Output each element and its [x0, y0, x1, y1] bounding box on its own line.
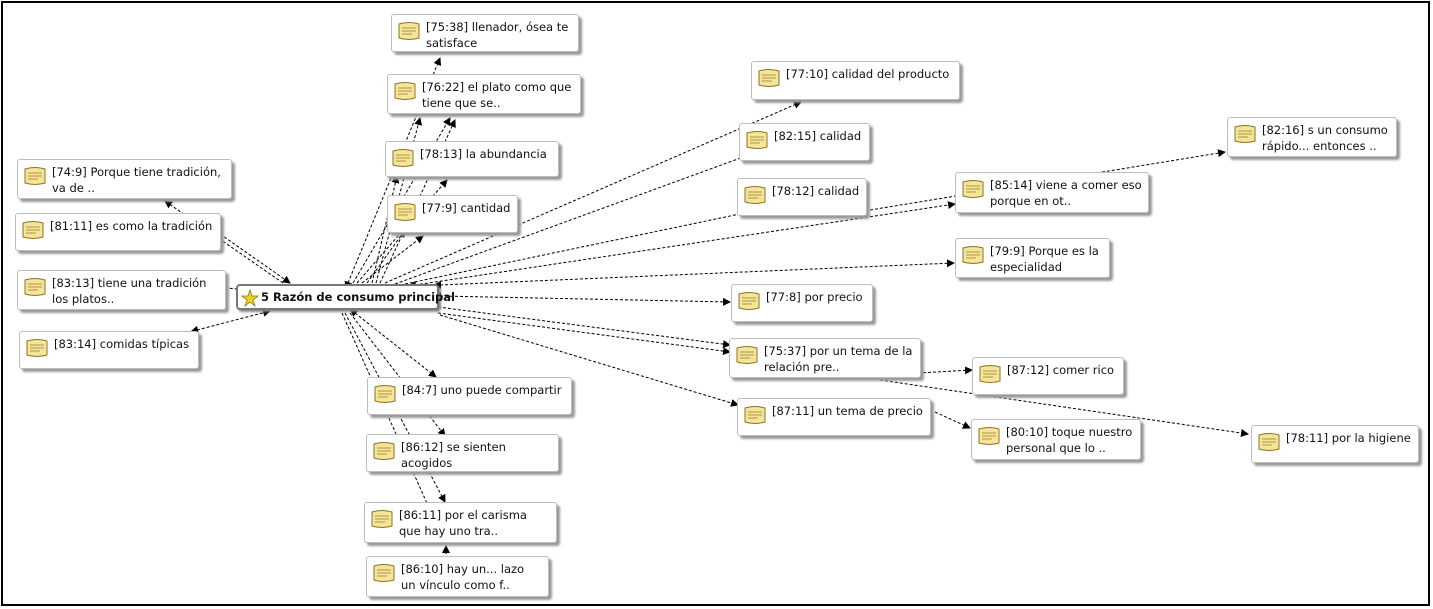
quotation-node[interactable]: [76:22] el plato como que tiene que se..: [387, 74, 581, 114]
quotation-text: [81:11] es como la tradición: [50, 219, 213, 233]
quotation-note-icon: [744, 186, 766, 204]
quotation-node[interactable]: [86:10] hay un... lazo un vínculo como f…: [366, 556, 549, 597]
quotation-node[interactable]: [75:38] llenador, ósea te satisface: [391, 14, 579, 52]
relation-link: [917, 366, 973, 375]
quotation-node[interactable]: [85:14] viene a comer eso porque en ot..: [955, 172, 1149, 213]
relation-link: [439, 314, 739, 407]
quotation-text: [78:13] la abundancia: [420, 147, 547, 161]
quotation-node[interactable]: [78:11] por la higiene: [1251, 425, 1419, 463]
quotation-text: [86:10] hay un... lazo un vínculo como f…: [401, 562, 525, 592]
quotation-note-icon: [736, 346, 758, 364]
quotation-note-icon: [1234, 125, 1256, 143]
quotation-text: [77:9] cantidad: [422, 201, 511, 215]
relation-link: [371, 175, 400, 284]
quotation-node[interactable]: [81:11] es como la tradición: [15, 213, 221, 251]
quotation-note-icon: [394, 203, 416, 221]
quotation-note-icon: [394, 82, 416, 100]
quotation-text: [77:10] calidad del producto: [786, 67, 950, 81]
quotation-text: [83:14] comidas típicas: [54, 337, 190, 351]
quotation-note-icon: [746, 131, 768, 149]
quotation-text: [80:10] toque nuestro personal que lo ..: [1006, 425, 1133, 455]
central-code-label: 5 Razón de consumo principal: [261, 290, 455, 304]
quotation-node[interactable]: [82:16] s un consumo rápido... entonces …: [1227, 117, 1397, 157]
quotation-note-icon: [744, 406, 766, 424]
quotation-note-icon: [26, 339, 48, 357]
quotation-node[interactable]: [77:8] por precio: [731, 284, 873, 322]
quotation-text: [76:22] el plato como que tiene que se..: [422, 80, 572, 110]
quotation-note-icon: [979, 365, 1001, 383]
quotation-node[interactable]: [79:9] Porque es la especialidad: [955, 238, 1110, 278]
quotation-note-icon: [398, 22, 420, 40]
relation-link: [431, 303, 731, 349]
relation-link: [356, 179, 448, 284]
quotation-node[interactable]: [74:9] Porque tiene tradición, va de ..: [17, 159, 232, 199]
quotation-text: [86:11] por el carisma que hay uno tra..: [399, 508, 527, 538]
quotation-note-icon: [978, 427, 1000, 445]
relation-link: [361, 235, 424, 284]
quotation-note-icon: [738, 292, 760, 310]
relation-link: [219, 233, 291, 284]
quotation-node[interactable]: [75:37] por un tema de la relación pre..: [729, 338, 921, 378]
code-star-icon: [241, 289, 259, 307]
relation-link: [437, 312, 731, 356]
relation-link: [164, 200, 284, 284]
quotation-text: [84:7] uno puede compartir: [402, 383, 562, 397]
quotation-text: [77:8] por precio: [766, 290, 863, 304]
quotation-note-icon: [374, 385, 396, 403]
quotation-text: [78:12] calidad: [772, 184, 860, 198]
quotation-text: [74:9] Porque tiene tradición, va de ..: [52, 165, 221, 195]
quotation-node[interactable]: [86:12] se sienten acogidos: [366, 434, 559, 472]
quotation-text: [83:13] tiene una tradición los platos..: [52, 276, 207, 306]
quotation-text: [78:11] por la higiene: [1286, 431, 1411, 445]
quotation-node[interactable]: [78:12] calidad: [737, 178, 867, 216]
quotation-note-icon: [373, 442, 395, 460]
quotation-text: [87:11] un tema de precio: [772, 404, 923, 418]
quotation-node[interactable]: [77:10] calidad del producto: [751, 61, 960, 100]
relation-link: [190, 308, 271, 334]
quotation-node[interactable]: [78:13] la abundancia: [385, 141, 559, 177]
relation-link: [433, 259, 955, 289]
quotation-node[interactable]: [80:10] toque nuestro personal que lo ..: [971, 419, 1141, 460]
quotation-node[interactable]: [87:11] un tema de precio: [737, 398, 931, 436]
relation-link: [349, 312, 446, 437]
relation-link: [934, 411, 971, 429]
quotation-note-icon: [392, 149, 414, 167]
quotation-node[interactable]: [86:11] por el carisma que hay uno tra..: [364, 502, 557, 543]
quotation-text: [86:12] se sienten acogidos: [401, 440, 506, 470]
quotation-text: [87:12] comer rico: [1007, 363, 1115, 377]
quotation-text: [82:15] calidad: [774, 129, 862, 143]
central-code-node[interactable]: 5 Razón de consumo principal: [236, 284, 455, 310]
quotation-text: [79:9] Porque es la especialidad: [990, 244, 1099, 274]
relation-link: [366, 229, 406, 284]
quotation-text: [75:37] por un tema de la relación pre..: [764, 344, 913, 374]
quotation-text: [85:14] viene a comer eso porque en ot..: [990, 178, 1142, 208]
relation-link: [349, 308, 437, 378]
relation-link: [879, 379, 1249, 437]
quotation-node[interactable]: [77:9] cantidad: [387, 195, 518, 233]
quotation-note-icon: [371, 510, 393, 528]
quotation-note-icon: [373, 564, 395, 582]
quotation-note-icon: [1258, 433, 1280, 451]
relation-link: [433, 292, 731, 306]
quotation-note-icon: [962, 180, 984, 198]
quotation-node[interactable]: [84:7] uno puede compartir: [367, 377, 572, 415]
quotation-note-icon: [24, 167, 46, 185]
quotation-note-icon: [758, 69, 780, 87]
quotation-node[interactable]: [82:15] calidad: [739, 123, 870, 161]
quotation-node[interactable]: [83:13] tiene una tradición los platos..: [17, 270, 226, 310]
quotation-node[interactable]: [83:14] comidas típicas: [19, 331, 199, 369]
quotation-note-icon: [962, 246, 984, 264]
quotation-text: [75:38] llenador, ósea te satisface: [426, 20, 569, 50]
quotation-text: [82:16] s un consumo rápido... entonces …: [1262, 123, 1388, 153]
quotation-note-icon: [24, 278, 46, 296]
quotation-note-icon: [22, 221, 44, 239]
quotation-node[interactable]: [87:12] comer rico: [972, 357, 1124, 395]
